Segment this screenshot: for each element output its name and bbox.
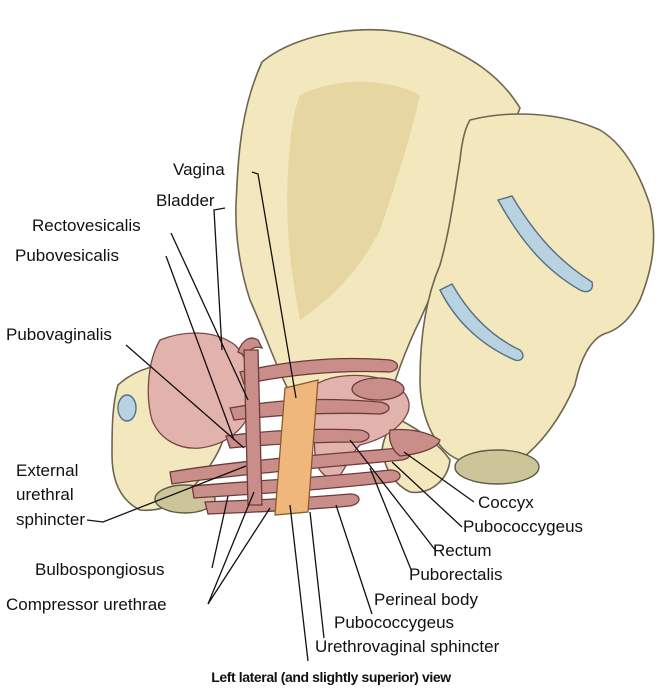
leader-compressor-b bbox=[208, 508, 270, 604]
label-coccyx: Coccyx bbox=[478, 493, 534, 512]
label-urethrovaginal-sphincter: Urethrovaginal sphincter bbox=[315, 637, 500, 656]
label-pubovesicalis: Pubovesicalis bbox=[15, 246, 119, 265]
pubic-symphysis bbox=[118, 395, 136, 421]
label-puborectalis: Puborectalis bbox=[409, 565, 503, 584]
leader-urethrovaginal bbox=[290, 505, 308, 661]
label-pubovaginalis: Pubovaginalis bbox=[6, 325, 112, 344]
leader-pubococcygeus-bottom bbox=[310, 512, 324, 638]
label-bladder: Bladder bbox=[156, 191, 215, 210]
label-perineal-body: Perineal body bbox=[374, 590, 478, 609]
label-external-line1: External bbox=[16, 461, 78, 480]
label-rectovesicalis: Rectovesicalis bbox=[32, 216, 141, 235]
leader-perineal-body bbox=[336, 505, 372, 614]
ischium-cut-right bbox=[455, 450, 539, 484]
figure-caption: Left lateral (and slightly superior) vie… bbox=[211, 669, 451, 685]
label-compressor-urethrae: Compressor urethrae bbox=[6, 595, 167, 614]
label-external-line3: sphincter bbox=[16, 510, 85, 529]
label-rectum: Rectum bbox=[433, 541, 492, 560]
label-vagina: Vagina bbox=[173, 160, 225, 179]
vagina-shape bbox=[275, 380, 318, 515]
label-bulbospongiosus: Bulbospongiosus bbox=[35, 560, 164, 579]
label-external-line2: urethral bbox=[16, 485, 74, 504]
label-pubococcygeus-bottom: Pubococcygeus bbox=[334, 613, 454, 632]
label-pubococcygeus-right: Pubococcygeus bbox=[463, 517, 583, 536]
bladder-shape bbox=[148, 333, 252, 448]
rectum-opening bbox=[352, 378, 404, 400]
